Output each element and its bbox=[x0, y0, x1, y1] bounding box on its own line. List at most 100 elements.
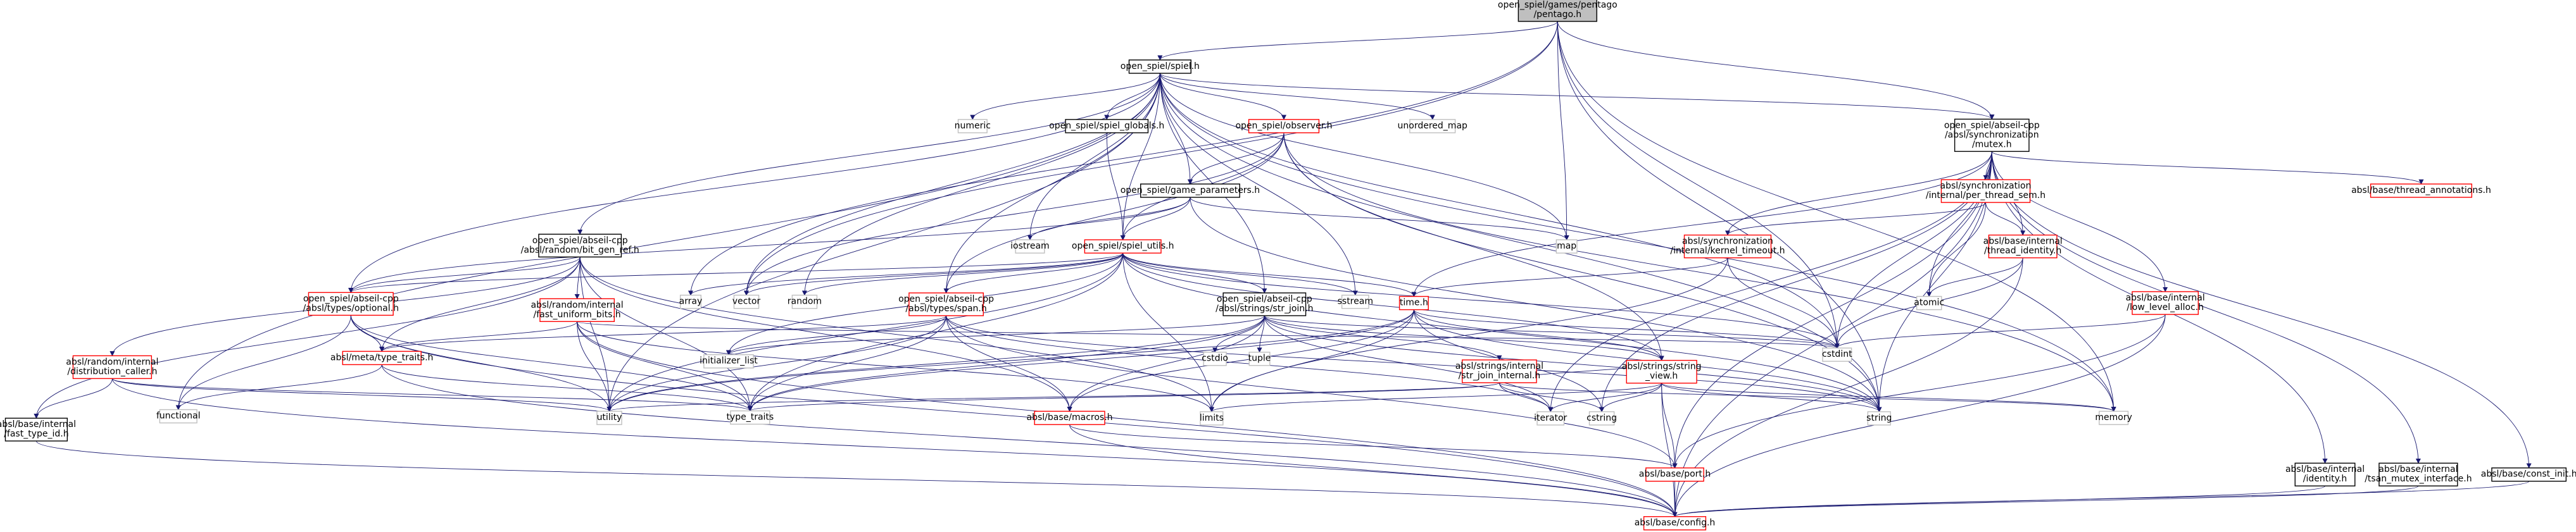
node-label: open_spiel/abseil-cpp/absl/types/optiona… bbox=[303, 294, 399, 313]
node-label: cstdint bbox=[1822, 349, 1852, 359]
node-box bbox=[1034, 411, 1105, 425]
node-port[interactable]: absl/base/port.h bbox=[1639, 467, 1711, 482]
node-span[interactable]: open_spiel/abseil-cpp/absl/types/span.h bbox=[898, 292, 994, 316]
node-label-line: cstdio bbox=[1202, 354, 1228, 364]
node-thread-annotations[interactable]: absl/base/thread_annotations.h bbox=[2351, 183, 2491, 198]
node-utility: utility bbox=[596, 411, 622, 425]
edge-str_join-to-str_join_internal bbox=[1264, 315, 1502, 361]
node-label: absl/base/port.h bbox=[1639, 469, 1711, 479]
node-fast-uniform-bits[interactable]: absl/random/internal/fast_uniform_bits.h bbox=[531, 298, 624, 322]
edge-string_view-to-cstring bbox=[1599, 383, 1662, 412]
node-str-join[interactable]: open_spiel/abseil-cpp/absl/strings/str_j… bbox=[1216, 292, 1314, 316]
edge-game_parameters-to-map bbox=[1190, 197, 1569, 240]
node-optional[interactable]: open_spiel/abseil-cpp/absl/types/optiona… bbox=[303, 292, 399, 316]
edges-layer bbox=[34, 21, 2532, 517]
node-box bbox=[1588, 411, 1615, 426]
node-box bbox=[957, 119, 988, 133]
node-label: open_spiel/spiel_utils.h bbox=[1072, 241, 1174, 251]
edge-root-to-cstdint bbox=[1557, 21, 1840, 349]
edge-str_join_internal-to-cstring bbox=[1498, 382, 1605, 412]
node-spiel-utils[interactable]: open_spiel/spiel_utils.h bbox=[1072, 239, 1174, 254]
node-label-line: iostream bbox=[1010, 241, 1050, 251]
node-random: random bbox=[788, 294, 822, 309]
edge-str_join_internal-to-memory bbox=[1498, 382, 2116, 412]
node-const-init[interactable]: absl/base/const_init.h bbox=[2481, 467, 2576, 482]
node-box bbox=[1065, 119, 1149, 133]
node-str-join-internal[interactable]: absl/strings/internal/str_join_internal.… bbox=[1455, 359, 1543, 383]
node-box bbox=[596, 411, 622, 425]
edge-spiel-to-observer bbox=[1159, 73, 1286, 120]
edge-spiel_utils-to-vector bbox=[744, 252, 1124, 296]
node-label-line: sstream bbox=[1338, 297, 1373, 307]
node-time[interactable]: time.h bbox=[1398, 295, 1429, 311]
edge-span-to-type_traits_h bbox=[379, 315, 947, 352]
node-box bbox=[1517, 0, 1597, 22]
edge-spiel-to-iostream bbox=[1027, 73, 1160, 240]
node-string-view[interactable]: absl/strings/string_view.h bbox=[1622, 359, 1702, 384]
node-cstring: cstring bbox=[1586, 411, 1617, 426]
node-type-traits-h[interactable]: absl/meta/type_traits.h bbox=[330, 350, 434, 366]
node-label-line: absl/strings/internal bbox=[1455, 361, 1543, 371]
node-tsan-mutex[interactable]: absl/base/internal/tsan_mutex_interface.… bbox=[2365, 462, 2472, 486]
node-box bbox=[2370, 183, 2473, 198]
node-kernel-timeout[interactable]: absl/synchronization/internal/kernel_tim… bbox=[1670, 234, 1785, 259]
edge-spiel_utils-to-utility bbox=[606, 253, 1124, 412]
node-label-line: /tsan_mutex_interface.h bbox=[2365, 474, 2472, 484]
node-identity[interactable]: absl/base/internal/identity.h bbox=[2285, 462, 2365, 486]
node-distribution-caller[interactable]: absl/random/internal/distribution_caller… bbox=[66, 355, 158, 380]
node-root[interactable]: open_spiel/games/pentago/pentago.h bbox=[1498, 0, 1618, 22]
edge-span-to-port bbox=[946, 316, 1678, 469]
node-box bbox=[1940, 179, 2031, 203]
node-game-parameters[interactable]: open_spiel/game_parameters.h bbox=[1121, 183, 1260, 198]
node-mutex[interactable]: open_spiel/abseil-cpp/absl/synchronizati… bbox=[1944, 118, 2040, 152]
node-label-line: functional bbox=[156, 411, 201, 421]
node-per-thread-sem[interactable]: absl/synchronization/internal/per_thread… bbox=[1926, 179, 2045, 203]
edge-time-to-macros bbox=[1067, 309, 1414, 412]
node-bit-gen-ref[interactable]: open_spiel/abseil-cpp/absl/random/bit_ge… bbox=[521, 233, 639, 257]
edge-mutex-to-kernel_timeout bbox=[1725, 151, 1992, 236]
node-macros[interactable]: absl/base/macros.h bbox=[1027, 411, 1113, 425]
node-low-level-alloc[interactable]: absl/base/internal/low_level_alloc.h bbox=[2126, 291, 2205, 315]
edge-observer-to-span bbox=[943, 132, 1285, 294]
edge-time-to-limits bbox=[1209, 309, 1414, 412]
edge-bit_gen_ref-to-optional bbox=[348, 257, 581, 294]
node-label-line: /mutex.h bbox=[1972, 139, 2012, 149]
node-box bbox=[2099, 411, 2129, 425]
node-label: absl/meta/type_traits.h bbox=[330, 352, 434, 362]
node-box bbox=[1128, 59, 1191, 74]
edge-const_init-to-config bbox=[1672, 481, 2530, 517]
node-label: type_traits bbox=[726, 412, 774, 423]
node-fast-type-id[interactable]: absl/base/internal/fast_type_id.h bbox=[0, 418, 76, 442]
edge-spiel-to-vector bbox=[743, 73, 1160, 296]
node-label-line: vector bbox=[732, 297, 761, 307]
node-label-line: open_spiel/spiel_utils.h bbox=[1072, 241, 1174, 251]
node-functional: functional bbox=[156, 409, 201, 424]
node-observer[interactable]: open_spiel/observer.h bbox=[1235, 119, 1333, 133]
node-label: absl/base/thread_annotations.h bbox=[2351, 185, 2491, 195]
edge-observer-to-memory bbox=[1283, 132, 2116, 412]
edge-optional-to-functional bbox=[175, 315, 351, 411]
node-label: open_spiel/games/pentago/pentago.h bbox=[1498, 0, 1618, 20]
edge-spiel-to-spiel_utils bbox=[1120, 73, 1160, 240]
node-thread-identity[interactable]: absl/base/internal/thread_identity.h bbox=[1983, 234, 2063, 259]
node-label-line: /str_join_internal.h bbox=[1459, 371, 1541, 381]
node-box bbox=[1200, 411, 1224, 426]
node-label: tuple bbox=[1248, 354, 1271, 364]
node-string: string bbox=[1866, 411, 1892, 426]
node-box bbox=[342, 350, 422, 366]
edge-bit_gen_ref-to-fast_type_id bbox=[34, 257, 581, 419]
node-config[interactable]: absl/base/config.h bbox=[1635, 516, 1716, 531]
node-label: absl/base/internal/thread_identity.h bbox=[1983, 237, 2063, 256]
node-iostream: iostream bbox=[1010, 239, 1050, 254]
node-box bbox=[703, 354, 754, 369]
node-box bbox=[1461, 359, 1537, 383]
edge-spiel-to-utility bbox=[606, 73, 1160, 412]
edge-spiel-to-map bbox=[1159, 73, 1569, 240]
node-label-line: /thread_identity.h bbox=[1984, 246, 2061, 256]
node-spiel-globals[interactable]: open_spiel/spiel_globals.h bbox=[1049, 119, 1164, 133]
node-spiel[interactable]: open_spiel/spiel.h bbox=[1121, 59, 1200, 74]
node-box bbox=[1222, 292, 1307, 316]
edge-mutex-to-const_init bbox=[1991, 151, 2532, 469]
node-box bbox=[2132, 291, 2199, 315]
